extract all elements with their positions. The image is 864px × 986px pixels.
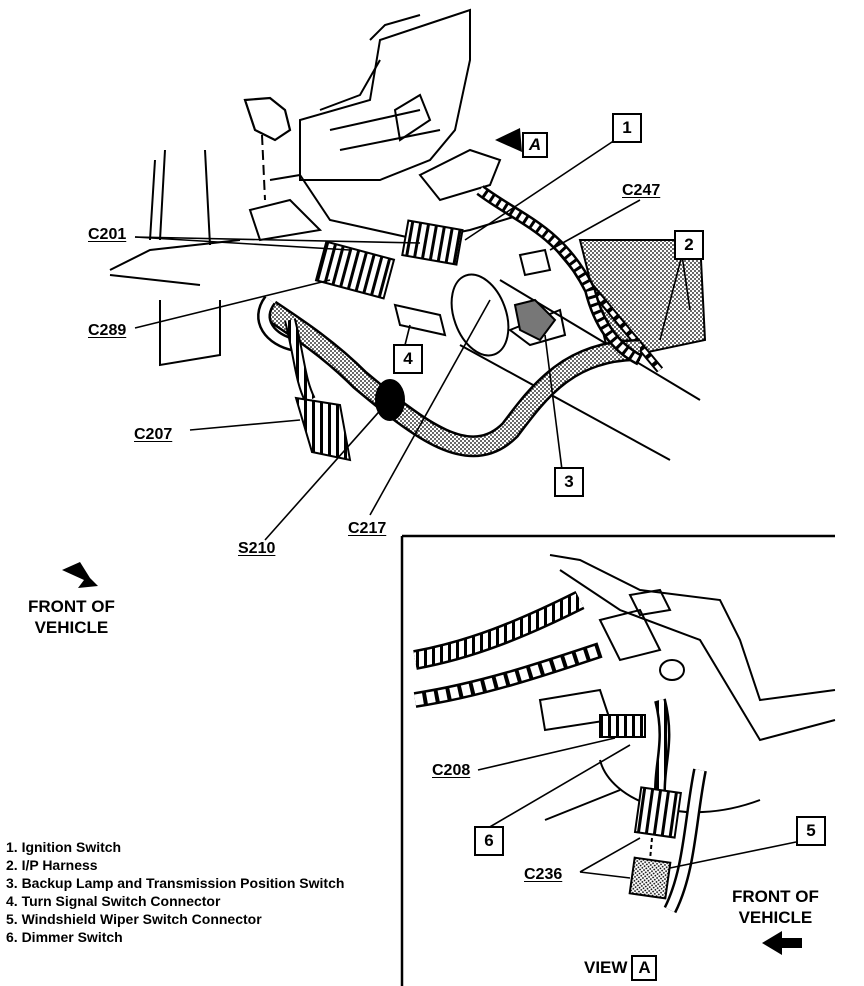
label-c201: C201 [88, 226, 127, 243]
inset-harness [413, 591, 707, 914]
label-c208: C208 [432, 762, 471, 779]
leader-lines [134, 139, 691, 541]
callout-5: 5 [796, 816, 826, 846]
front-line-2: VEHICLE [34, 618, 109, 637]
inset-drawing [538, 554, 836, 821]
callout-3: 3 [554, 467, 584, 497]
view-word: VIEW [584, 958, 628, 977]
connector-shapes [294, 219, 557, 462]
legend-item-5: 5. Windshield Wiper Switch Connector [6, 911, 262, 927]
legend-item-1: 1. Ignition Switch [6, 839, 122, 855]
view-a-marker: A [522, 132, 548, 158]
front-arrow-inset [762, 931, 802, 955]
label-c207: C207 [134, 426, 173, 443]
front-line-1: FRONT OF [28, 597, 115, 616]
label-c247: C247 [622, 182, 661, 199]
callout-6: 6 [474, 826, 504, 856]
front-of-vehicle-main: FRONT OF VEHICLE [28, 596, 115, 638]
label-s210: S210 [238, 540, 276, 557]
legend-item-2: 2. I/P Harness [6, 857, 98, 873]
label-c217: C217 [348, 520, 387, 537]
inset-connectors [599, 714, 682, 900]
legend-item-3: 3. Backup Lamp and Transmission Position… [6, 875, 345, 891]
front-of-vehicle-inset: FRONT OF VEHICLE [732, 886, 819, 928]
backup-lamp-harness [257, 185, 643, 458]
view-letter: A [631, 955, 658, 981]
inset-frame [400, 534, 835, 986]
callout-4: 4 [393, 344, 423, 374]
component-legend: 1. Ignition Switch 2. I/P Harness 3. Bac… [6, 838, 344, 946]
view-a-arrow [495, 128, 522, 152]
label-c236: C236 [524, 866, 563, 883]
inset-front-line-1: FRONT OF [732, 887, 819, 906]
label-c289: C289 [88, 322, 127, 339]
inset-front-line-2: VEHICLE [738, 908, 813, 927]
legend-item-4: 4. Turn Signal Switch Connector [6, 893, 221, 909]
inset-leader-lines [477, 737, 797, 879]
callout-2: 2 [674, 230, 704, 260]
front-arrow-main [62, 562, 98, 588]
legend-item-6: 6. Dimmer Switch [6, 929, 123, 945]
callout-1: 1 [612, 113, 642, 143]
